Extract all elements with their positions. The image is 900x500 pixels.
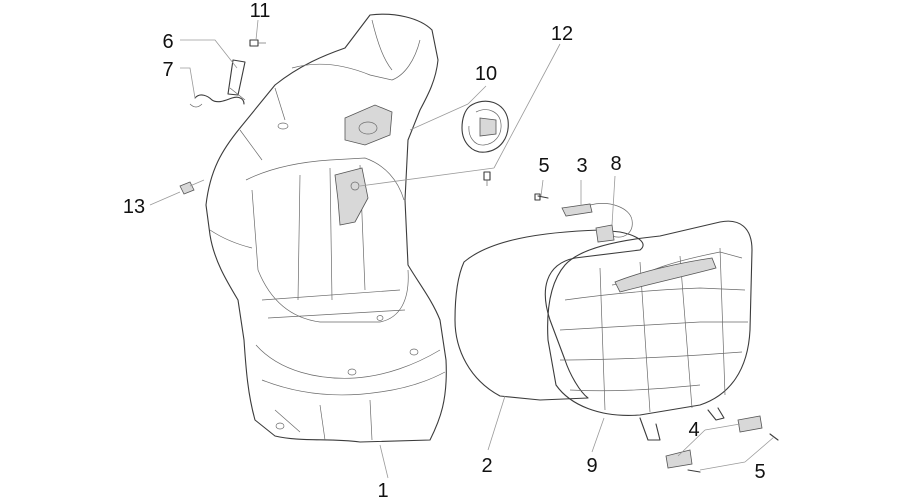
callout-3: 3 [576, 155, 587, 177]
screw-part-5-upper [534, 193, 549, 201]
leg-shield-part-1 [205, 13, 447, 443]
leader-8 [611, 175, 616, 226]
callout-10: 10 [475, 63, 497, 85]
clip-part-13 [179, 181, 195, 195]
callout-9: 9 [586, 455, 597, 477]
callout-1: 1 [377, 480, 388, 500]
callout-6: 6 [162, 31, 173, 53]
leader-7 [180, 67, 196, 99]
leader-lines [149, 19, 775, 479]
leader-9 [591, 417, 605, 453]
bracket-part-3 [561, 203, 615, 243]
leader-13 [149, 179, 205, 206]
leader-5b [699, 436, 775, 471]
bracket-part-4 [665, 415, 763, 469]
seal-part-2 [454, 229, 644, 401]
leader-4 [677, 423, 741, 457]
leader-1 [379, 444, 389, 479]
wire-part-8 [589, 203, 633, 238]
callout-labels: 1 2 3 4 5 5 6 7 8 9 10 11 12 13 [123, 0, 766, 500]
leader-11 [255, 19, 259, 41]
fuel-cap-part-10 [461, 100, 509, 153]
spring-part-7 [189, 94, 245, 108]
callout-4: 4 [688, 419, 699, 441]
leader-6 [180, 39, 238, 69]
screw-part-11 [249, 39, 266, 47]
callout-8: 8 [610, 153, 621, 175]
callout-5-lower: 5 [754, 461, 765, 483]
leader-2 [487, 395, 506, 451]
leader-12 [359, 43, 561, 187]
screw-part-12 [483, 171, 491, 186]
callout-12: 12 [551, 23, 573, 45]
leader-10 [409, 85, 487, 131]
callout-11: 11 [250, 0, 271, 22]
callout-5-upper: 5 [538, 155, 549, 177]
callout-13: 13 [123, 196, 145, 218]
callout-2: 2 [481, 455, 492, 477]
callout-7: 7 [162, 59, 173, 81]
lever-part-6 [227, 59, 246, 101]
leader-5a [540, 179, 544, 197]
glove-box-part-9 [547, 220, 753, 441]
